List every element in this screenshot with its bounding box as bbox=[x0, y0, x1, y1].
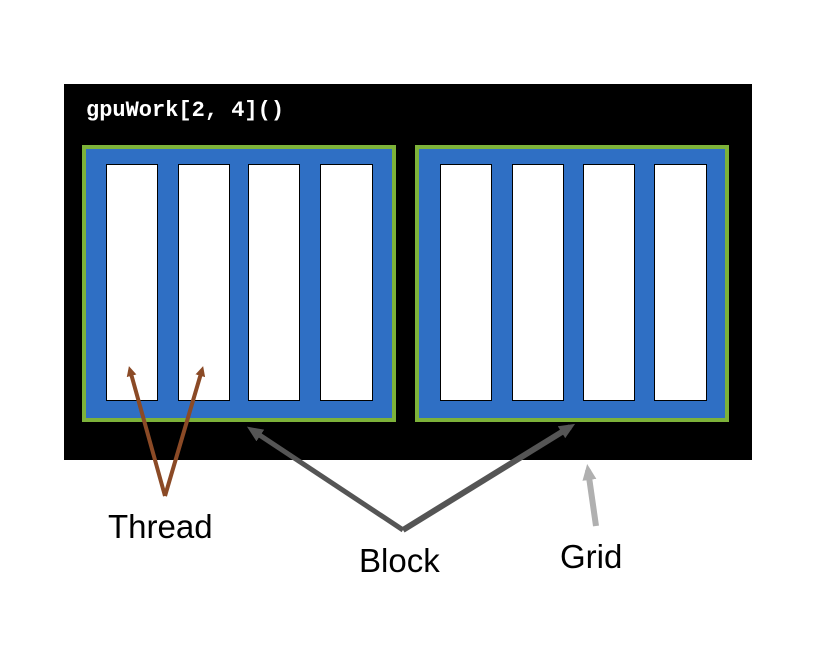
thread-0-0 bbox=[106, 164, 158, 401]
block-arrow-2 bbox=[401, 423, 576, 533]
block-arrow-1 bbox=[246, 426, 405, 533]
kernel-launch-code: gpuWork[2, 4]() bbox=[86, 98, 285, 123]
thread-1-3 bbox=[654, 164, 707, 401]
thread-0-3 bbox=[320, 164, 373, 401]
thread-arrow-2 bbox=[163, 366, 206, 497]
thread-0-2 bbox=[248, 164, 300, 401]
thread-0-1 bbox=[178, 164, 230, 401]
grid-caption: Grid bbox=[560, 538, 623, 575]
grid-arrow bbox=[582, 464, 599, 527]
thread-1-0 bbox=[440, 164, 492, 401]
thread-1-2 bbox=[583, 164, 635, 401]
block-caption: Block bbox=[359, 542, 440, 579]
thread-1-1 bbox=[512, 164, 564, 401]
thread-caption: Thread bbox=[108, 508, 213, 545]
thread-arrow-1 bbox=[126, 366, 167, 497]
